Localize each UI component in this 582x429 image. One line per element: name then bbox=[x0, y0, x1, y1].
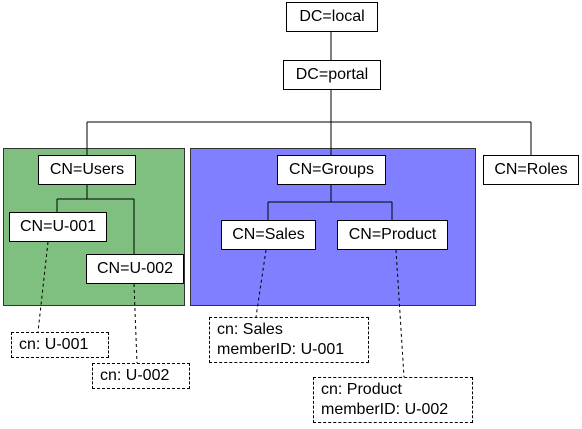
link-product-note bbox=[395, 249, 405, 378]
node-cn-product: CN=Product bbox=[337, 220, 448, 250]
note-line: cn: U-001 bbox=[19, 336, 89, 353]
note-line: memberID: U-001 bbox=[217, 341, 345, 358]
note-u002-attributes: cn: U-002 bbox=[92, 363, 190, 389]
node-cn-roles: CN=Roles bbox=[483, 155, 579, 185]
node-cn-users: CN=Users bbox=[38, 155, 136, 185]
note-line: cn: Sales bbox=[217, 321, 283, 338]
node-cn-sales: CN=Sales bbox=[221, 220, 316, 250]
link-sales-note bbox=[255, 249, 267, 318]
note-product-attributes: cn: Product memberID: U-002 bbox=[313, 377, 473, 423]
note-line: cn: Product bbox=[321, 381, 402, 398]
note-u001-attributes: cn: U-001 bbox=[11, 332, 109, 358]
node-dc-local: DC=local bbox=[286, 2, 378, 32]
note-line: cn: U-002 bbox=[100, 367, 170, 384]
note-sales-attributes: cn: Sales memberID: U-001 bbox=[209, 317, 369, 363]
link-u002-note bbox=[133, 283, 138, 364]
node-cn-groups: CN=Groups bbox=[277, 155, 386, 185]
node-dc-portal: DC=portal bbox=[283, 60, 381, 90]
link-u001-note bbox=[37, 241, 49, 333]
note-line: memberID: U-002 bbox=[321, 401, 449, 418]
node-cn-u001: CN=U-001 bbox=[9, 212, 107, 242]
node-cn-u002: CN=U-002 bbox=[86, 254, 184, 284]
